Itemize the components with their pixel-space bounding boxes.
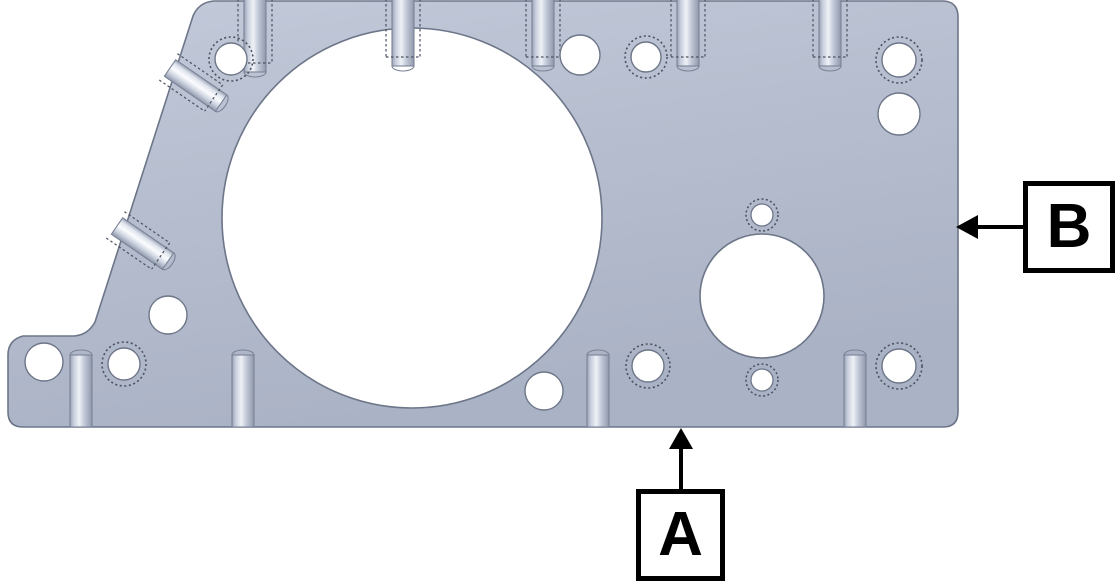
top-pin-2 [385, 0, 421, 72]
bottom-pins-group [69, 349, 867, 428]
top-pin-4 [670, 0, 706, 72]
secondary-bore [699, 233, 825, 359]
threaded-hole-8 [875, 342, 923, 390]
secondary-bore-group [699, 233, 825, 359]
main-bore [221, 27, 603, 409]
threaded-hole-1 [208, 36, 254, 82]
threaded-hole-2 [624, 35, 668, 79]
callout-label-b[interactable]: B [1023, 181, 1115, 273]
top-pins-group [237, 0, 848, 78]
plain-hole-1 [559, 34, 601, 76]
callout-label-a[interactable]: A [636, 489, 725, 581]
main-bore-group [221, 27, 603, 409]
top-pin-1 [237, 0, 273, 78]
threaded-hole-7 [625, 343, 671, 389]
bottom-pin-4 [843, 349, 867, 428]
threaded-hole-6 [101, 341, 147, 387]
callout-leaders-group [669, 215, 1023, 489]
callout-a-leader [669, 428, 693, 489]
threaded-hole-5 [745, 363, 779, 397]
callout-a-arrowhead [669, 428, 693, 449]
bottom-pin-2 [231, 349, 255, 428]
threaded-hole-4 [745, 198, 779, 232]
diagonal-dowels-group [105, 53, 229, 271]
bottom-pin-3 [586, 349, 610, 428]
bottom-pin-1 [69, 349, 93, 428]
top-pin-3 [525, 0, 561, 72]
plain-hole-3 [148, 295, 188, 335]
plain-hole-5 [524, 371, 564, 411]
callout-a-text: A [658, 500, 703, 569]
plain-hole-2 [877, 92, 921, 136]
plain-holes-group [24, 34, 921, 411]
plain-hole-4 [24, 342, 64, 382]
diagonal-dowel-2 [105, 211, 176, 271]
callout-b-arrowhead [956, 215, 978, 239]
top-pin-5 [812, 0, 848, 72]
threaded-holes-group [101, 35, 923, 397]
callout-b-leader [956, 215, 1023, 239]
callout-b-text: B [1046, 192, 1092, 261]
diagonal-dowel-1 [158, 53, 229, 113]
threaded-hole-3 [875, 36, 923, 84]
